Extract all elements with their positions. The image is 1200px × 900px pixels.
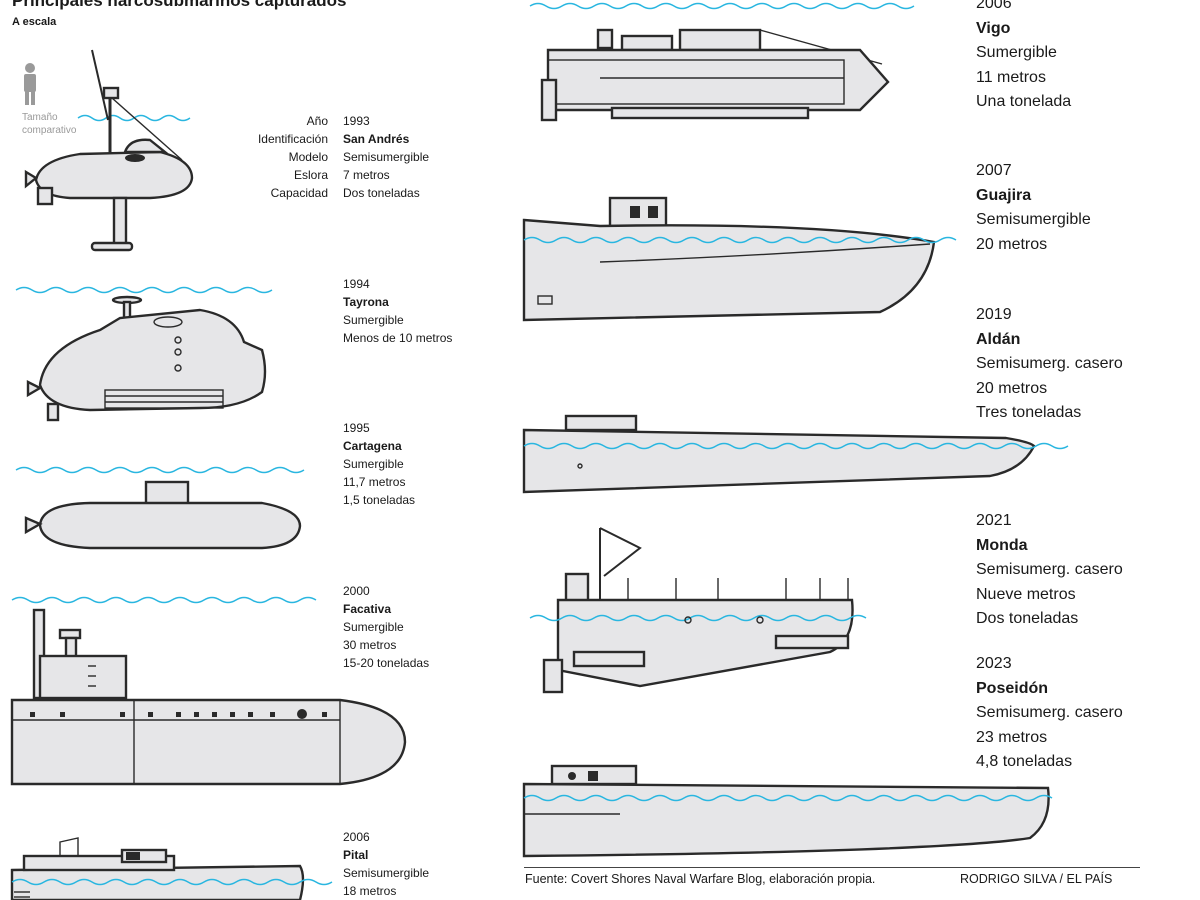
vessel-capacity: Tres toneladas bbox=[976, 404, 1082, 421]
vessel-name: Monda bbox=[976, 536, 1028, 554]
drawing-vigo bbox=[529, 2, 915, 122]
vessel-name: San Andrés bbox=[343, 132, 410, 146]
drawing-san-andres bbox=[24, 49, 194, 252]
page-title: Principales narcosubmarinos capturados bbox=[12, 0, 347, 10]
spec-cartagena: 1995 Cartagena Sumergible 11,7 metros 1,… bbox=[343, 419, 415, 509]
footer-divider bbox=[524, 867, 1140, 868]
human-scale-label: Tamaño comparativo bbox=[22, 112, 77, 136]
vessel-capacity: 15-20 toneladas bbox=[343, 656, 430, 670]
vessel-year: 2021 bbox=[976, 512, 1012, 529]
vessel-capacity: 4,8 toneladas bbox=[976, 753, 1073, 770]
drawing-poseidon bbox=[522, 764, 1053, 858]
vessel-length: 11,7 metros bbox=[343, 475, 406, 489]
vessel-length: 11 metros bbox=[976, 68, 1046, 86]
label-year: Año bbox=[306, 114, 328, 128]
vessel-length: Menos de 10 metros bbox=[343, 331, 453, 345]
vessel-year: 2006 bbox=[976, 0, 1012, 12]
spec-pital: 2006 Pital Semisumergible 18 metros bbox=[343, 828, 429, 900]
vessel-model: Semisumergible bbox=[343, 150, 430, 164]
vessel-year: 2000 bbox=[343, 584, 370, 598]
vessel-capacity: Dos toneladas bbox=[343, 186, 420, 200]
vessel-model: Sumergible bbox=[343, 313, 404, 327]
vessel-model: Semisumerg. casero bbox=[976, 355, 1123, 372]
vessel-model: Semisumergible bbox=[343, 866, 430, 880]
drawing-aldan bbox=[522, 414, 1069, 494]
spec-tayrona: 1994 Tayrona Sumergible Menos de 10 metr… bbox=[343, 275, 452, 347]
drawing-facativa bbox=[10, 596, 407, 786]
vessel-name: Poseidón bbox=[976, 679, 1049, 697]
vessel-model: Semisumerg. casero bbox=[976, 704, 1123, 721]
spec-vigo: 2006 Vigo Sumergible 11 metros Una tonel… bbox=[976, 0, 1071, 115]
spec-poseidon: 2023 Poseidón Semisumerg. casero 23 metr… bbox=[976, 652, 1123, 775]
drawing-monda bbox=[529, 527, 867, 694]
vessel-name: Guajira bbox=[976, 186, 1032, 204]
vessel-length: 30 metros bbox=[343, 638, 397, 652]
source-note: Fuente: Covert Shores Naval Warfare Blog… bbox=[525, 872, 876, 886]
author-credit: RODRIGO SILVA / EL PAÍS bbox=[960, 872, 1113, 886]
vessel-capacity: 1,5 toneladas bbox=[343, 493, 416, 507]
vessel-name: Cartagena bbox=[343, 439, 402, 453]
vessel-length: 18 metros bbox=[343, 884, 397, 898]
vessel-name: Tayrona bbox=[343, 295, 389, 309]
vessel-year: 1995 bbox=[343, 421, 370, 435]
spec-san-andres: 1993 San Andrés Semisumergible 7 metros … bbox=[343, 112, 429, 202]
vessel-name: Facativa bbox=[343, 602, 392, 616]
vessel-length: 20 metros bbox=[976, 379, 1048, 397]
vessel-capacity: Una tonelada bbox=[976, 93, 1072, 110]
drawing-tayrona bbox=[15, 286, 273, 422]
label-model: Modelo bbox=[288, 150, 328, 164]
drawing-cartagena bbox=[15, 466, 305, 550]
vessel-year: 2019 bbox=[976, 306, 1012, 323]
vessel-year: 1994 bbox=[343, 277, 370, 291]
human-scale-figure bbox=[24, 63, 36, 105]
vessel-year: 2007 bbox=[976, 162, 1012, 179]
vessel-model: Sumergible bbox=[343, 620, 404, 634]
vessel-year: 2006 bbox=[343, 830, 370, 844]
scale-note: A escala bbox=[12, 16, 57, 28]
drawing-guajira bbox=[522, 196, 957, 322]
vessel-model: Sumergible bbox=[976, 44, 1057, 61]
spec-facativa: 2000 Facativa Sumergible 30 metros 15-20… bbox=[343, 582, 429, 672]
spec-monda: 2021 Monda Semisumerg. casero Nueve metr… bbox=[976, 509, 1123, 632]
vessel-year: 1993 bbox=[343, 114, 370, 128]
vessel-model: Semisumerg. casero bbox=[976, 561, 1123, 578]
label-length: Eslora bbox=[293, 168, 328, 182]
spec-labels: Año Identificación Modelo Eslora Capacid… bbox=[200, 112, 328, 202]
vessel-name: Aldán bbox=[976, 330, 1021, 348]
vessel-name: Pital bbox=[343, 848, 369, 862]
vessel-length: 20 metros bbox=[976, 235, 1048, 253]
label-identification: Identificación bbox=[257, 132, 328, 146]
vessel-name: Vigo bbox=[976, 19, 1011, 37]
vessel-model: Sumergible bbox=[343, 457, 404, 471]
spec-guajira: 2007 Guajira Semisumergible 20 metros bbox=[976, 159, 1091, 257]
vessel-capacity: Dos toneladas bbox=[976, 610, 1079, 627]
vessel-year: 2023 bbox=[976, 655, 1012, 672]
vessel-model: Semisumergible bbox=[976, 211, 1091, 228]
label-capacity: Capacidad bbox=[270, 186, 328, 200]
spec-aldan: 2019 Aldán Semisumerg. casero 20 metros … bbox=[976, 303, 1123, 426]
vessel-length: 23 metros bbox=[976, 728, 1048, 746]
drawing-pital bbox=[10, 837, 333, 900]
vessel-length: Nueve metros bbox=[976, 585, 1076, 603]
vessel-length: 7 metros bbox=[343, 168, 390, 182]
